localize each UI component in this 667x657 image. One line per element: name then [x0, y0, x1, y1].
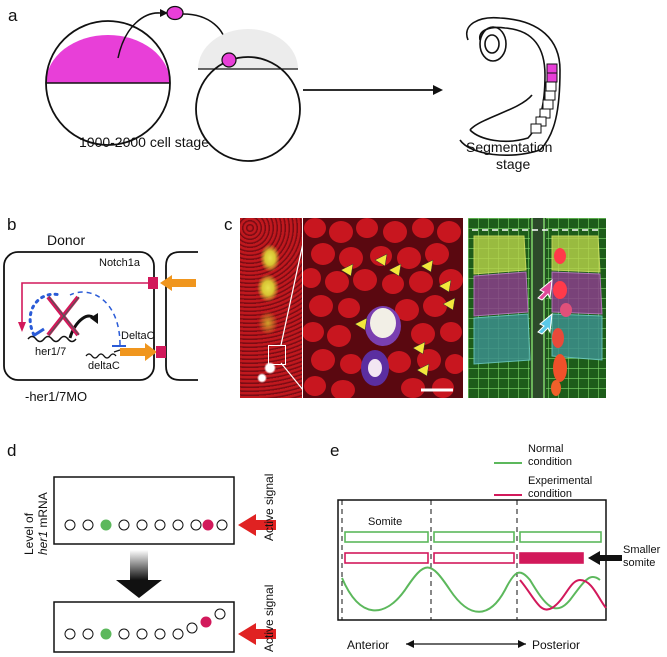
donor-label: Donor	[47, 232, 86, 248]
active-signal-top: Active signal	[262, 473, 276, 541]
smaller-somite-line2: somite	[623, 557, 656, 569]
micrograph-low-magnification	[240, 218, 302, 398]
panel-a-letter: a	[8, 6, 18, 25]
micrograph-high-magnification	[303, 218, 463, 398]
somite-label: Somite	[368, 516, 403, 528]
morpholino-label: -her1/7MO	[25, 389, 88, 404]
panel-e-letter: e	[330, 441, 340, 460]
anterior-label: Anterior	[347, 638, 390, 652]
cell-stage-caption: 1000-2000 cell stage	[79, 134, 209, 150]
deltac-gene-label: deltaC	[88, 360, 120, 372]
donor-embryo	[45, 20, 171, 146]
legend-exp-line2: condition	[528, 488, 573, 500]
segmentation-caption-1: Segmentation	[466, 139, 553, 155]
posterior-label: Posterior	[532, 638, 581, 652]
legend-normal-line2: condition	[528, 456, 573, 468]
panel-a-diagram	[45, 5, 561, 162]
segmentation-embryo	[459, 16, 561, 156]
smaller-somite-line1: Smaller	[623, 544, 661, 556]
panel-e-diagram	[337, 462, 622, 648]
host-embryo	[195, 29, 301, 162]
transferred-cell	[166, 5, 184, 21]
legend-normal-line1: Normal	[528, 443, 564, 455]
her-gene-label: her1/7	[35, 346, 67, 358]
active-signal-top-wrap: Active signal	[262, 474, 276, 542]
notch-label: Notch1a	[99, 257, 140, 269]
micrograph-somites	[468, 218, 606, 398]
panel-b-letter: b	[7, 215, 17, 234]
panel-d-letter: d	[7, 441, 17, 460]
panel-c-letter: c	[224, 215, 233, 234]
signaling-diagram	[3, 251, 198, 381]
legend-exp-line1: Experimental	[528, 475, 593, 487]
panel-d-diagram	[53, 476, 276, 653]
segmentation-caption-2: stage	[496, 156, 531, 172]
deltac-protein-label: DeltaC	[121, 330, 155, 342]
active-signal-bottom-wrap: Active signal	[262, 585, 276, 653]
active-signal-bottom: Active signal	[262, 584, 276, 652]
segmentation-somites	[530, 63, 558, 134]
